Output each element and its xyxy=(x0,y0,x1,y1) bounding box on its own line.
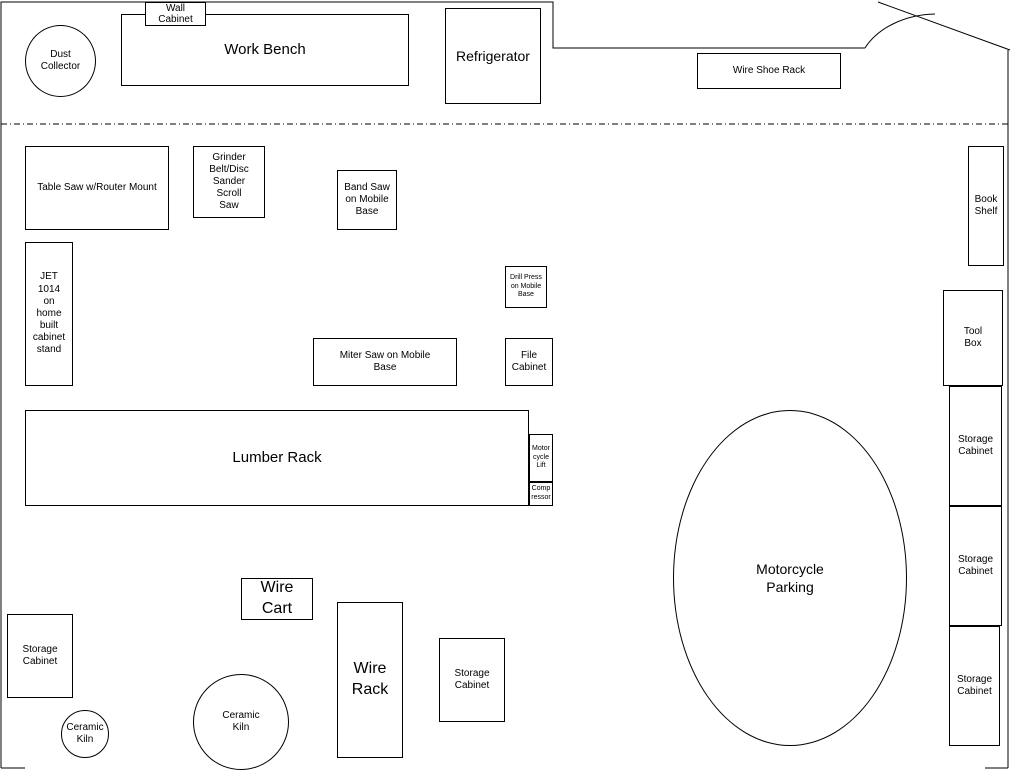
door-leaf xyxy=(877,1,1011,51)
drill-press: Drill Press on Mobile Base xyxy=(505,266,547,308)
storage-cabinet-center: Storage Cabinet xyxy=(439,638,505,722)
ceramic-kiln-small: Ceramic Kiln xyxy=(61,710,109,758)
motorcycle-parking: Motorcycle Parking xyxy=(673,410,907,746)
wire-shoe-rack: Wire Shoe Rack xyxy=(697,53,841,89)
ceramic-kiln-large: Ceramic Kiln xyxy=(193,674,289,770)
storage-cabinet-right-3: Storage Cabinet xyxy=(949,626,1000,746)
refrigerator: Refrigerator xyxy=(445,8,541,104)
lumber-rack: Lumber Rack xyxy=(25,410,529,506)
door-swing xyxy=(864,13,936,49)
jet-lathe: JET 1014 on home built cabinet stand xyxy=(25,242,73,386)
outer-wall xyxy=(0,1,865,768)
file-cabinet: File Cabinet xyxy=(505,338,553,386)
dust-collector: Dust Collector xyxy=(25,25,96,97)
work-bench: Work Bench xyxy=(121,14,409,86)
band-saw: Band Saw on Mobile Base xyxy=(337,170,397,230)
grinder-sander-scroll-saw: Grinder Belt/Disc Sander Scroll Saw xyxy=(193,146,265,218)
storage-cabinet-left: Storage Cabinet xyxy=(7,614,73,698)
storage-cabinet-right-2: Storage Cabinet xyxy=(949,506,1002,626)
compressor: Comp ressor xyxy=(529,482,553,506)
motorcycle-lift: Motor cycle Lift xyxy=(529,434,553,482)
wire-cart: Wire Cart xyxy=(241,578,313,620)
tool-box: Tool Box xyxy=(943,290,1003,386)
wall-cabinet: Wall Cabinet xyxy=(145,2,206,26)
book-shelf: Book Shelf xyxy=(968,146,1004,266)
wire-rack: Wire Rack xyxy=(337,602,403,758)
miter-saw: Miter Saw on Mobile Base xyxy=(313,338,457,386)
table-saw: Table Saw w/Router Mount xyxy=(25,146,169,230)
storage-cabinet-right-1: Storage Cabinet xyxy=(949,386,1002,506)
